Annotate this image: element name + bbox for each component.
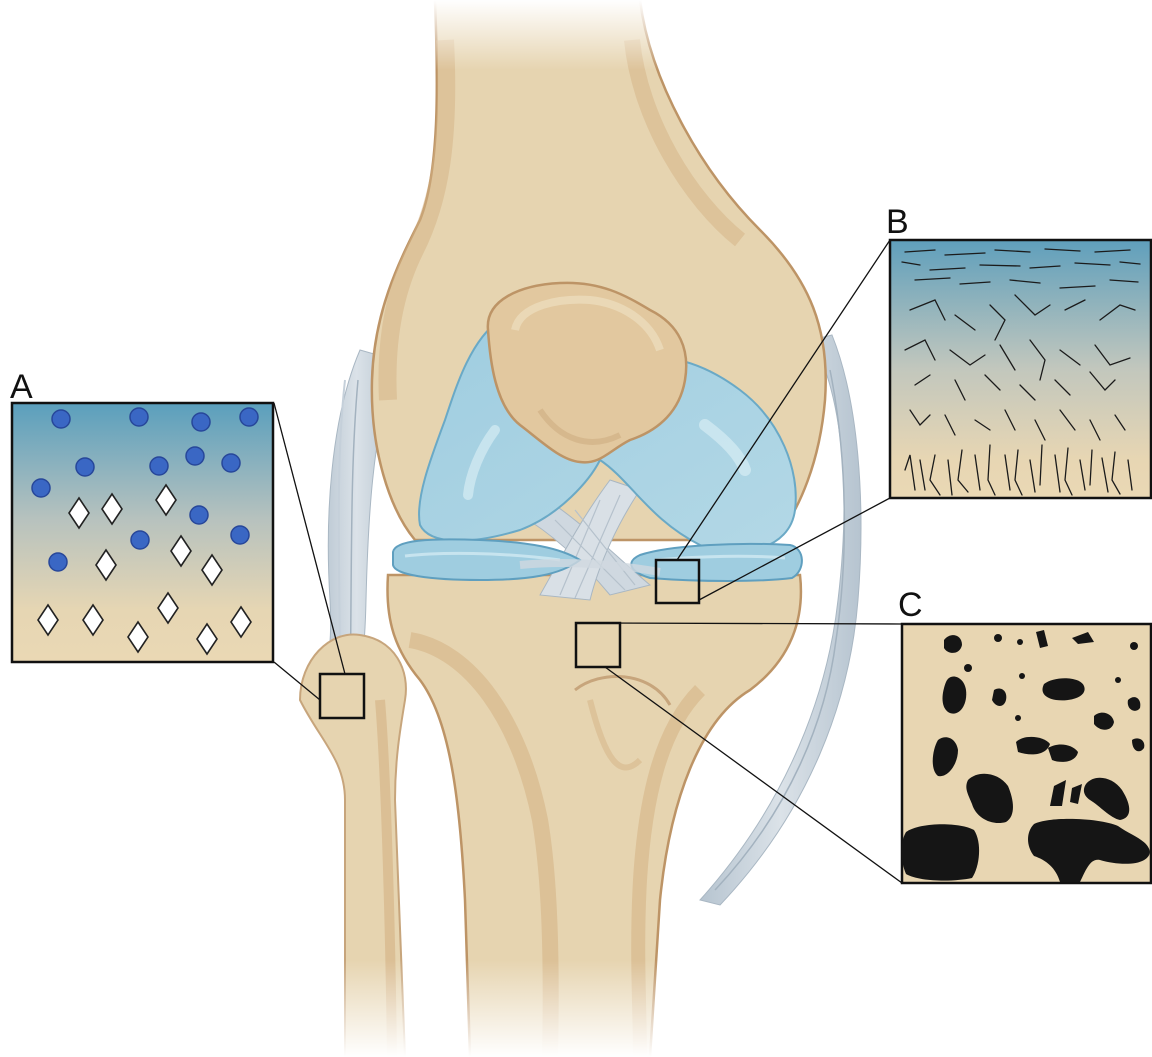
panel-b: [890, 240, 1151, 498]
panel-label-c: C: [898, 586, 923, 624]
knee-illustration: [280, 0, 861, 1057]
panel-label-a: A: [10, 368, 33, 406]
panel-c: [902, 624, 1152, 883]
panel-a: [12, 403, 273, 662]
panel-label-b: B: [886, 203, 909, 241]
